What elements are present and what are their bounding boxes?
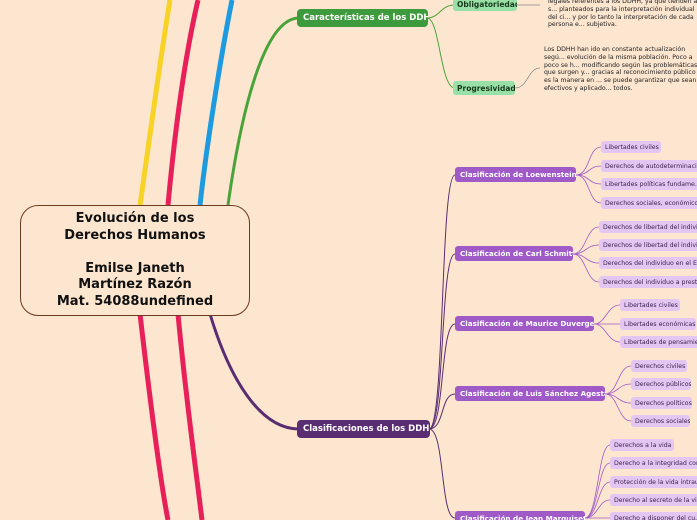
note-progresividad: Los DDHH han ido en constante actualizac… bbox=[544, 46, 697, 92]
leaf-item[interactable]: Derechos políticos bbox=[631, 397, 692, 409]
leaf-item[interactable]: Derecho al secreto de la vi... bbox=[610, 494, 697, 506]
leaf-item[interactable]: Libertades civiles bbox=[601, 141, 661, 153]
leaf-item[interactable]: Derechos civiles bbox=[631, 360, 687, 372]
subtopic-jean-marquiset[interactable]: Clasificación de Jean Marquiset bbox=[455, 511, 585, 520]
leaf-item[interactable]: Libertades políticas fundame... bbox=[601, 178, 697, 190]
leaf-item[interactable]: Libertades civiles bbox=[620, 299, 680, 311]
subtopic-progresividad[interactable]: Progresividad bbox=[453, 81, 515, 95]
leaf-item[interactable]: Derechos del individuo a presta... bbox=[599, 276, 697, 288]
subtopic-luis-sanchez-agesta[interactable]: Clasificación de Luis Sánchez Agesta bbox=[455, 386, 605, 401]
leaf-item[interactable]: Libertades de pensamie... bbox=[620, 336, 697, 348]
subtopic-loewenstein[interactable]: Clasificación de Loewenstein bbox=[455, 167, 576, 182]
leaf-item[interactable]: Derechos públicos bbox=[631, 378, 691, 390]
subtopic-obligatoriedad[interactable]: Obligatoriedad bbox=[453, 0, 517, 11]
subtopic-maurice-duverger[interactable]: Clasificación de Maurice Duverger bbox=[455, 316, 594, 331]
leaf-item[interactable]: Derechos sociales, económico... bbox=[601, 197, 697, 209]
topic-caracteristicas[interactable]: Características de los DDHH bbox=[297, 9, 428, 27]
leaf-item[interactable]: Derechos del individuo en el Es... bbox=[599, 257, 697, 269]
topic-clasificaciones[interactable]: Clasificaciones de los DDHH bbox=[297, 420, 430, 438]
leaf-item[interactable]: Derechos de libertad del indivi... bbox=[599, 221, 697, 233]
leaf-item[interactable]: Derechos a la vida bbox=[610, 439, 674, 451]
leaf-item[interactable]: Derechos de autodeterminació... bbox=[601, 160, 697, 172]
leaf-item[interactable]: Libertades económicas bbox=[620, 318, 696, 330]
leaf-item[interactable]: Derechos de libertad del indivi... bbox=[599, 239, 697, 251]
leaf-item[interactable]: Derechos sociales bbox=[631, 415, 690, 427]
central-topic[interactable]: Evolución de los Derechos Humanos Emilse… bbox=[20, 205, 250, 316]
leaf-item[interactable]: Derecho a disponer del cu... bbox=[610, 512, 697, 520]
subtopic-carl-schmitt[interactable]: Clasificación de Carl Schmitt bbox=[455, 246, 573, 261]
note-obligatoriedad: legales referentes a los DDHH, ya que ti… bbox=[548, 0, 697, 29]
leaf-item[interactable]: Derecho a la integridad cor... bbox=[610, 457, 697, 469]
leaf-item[interactable]: Protección de la vida intrau... bbox=[610, 476, 697, 488]
